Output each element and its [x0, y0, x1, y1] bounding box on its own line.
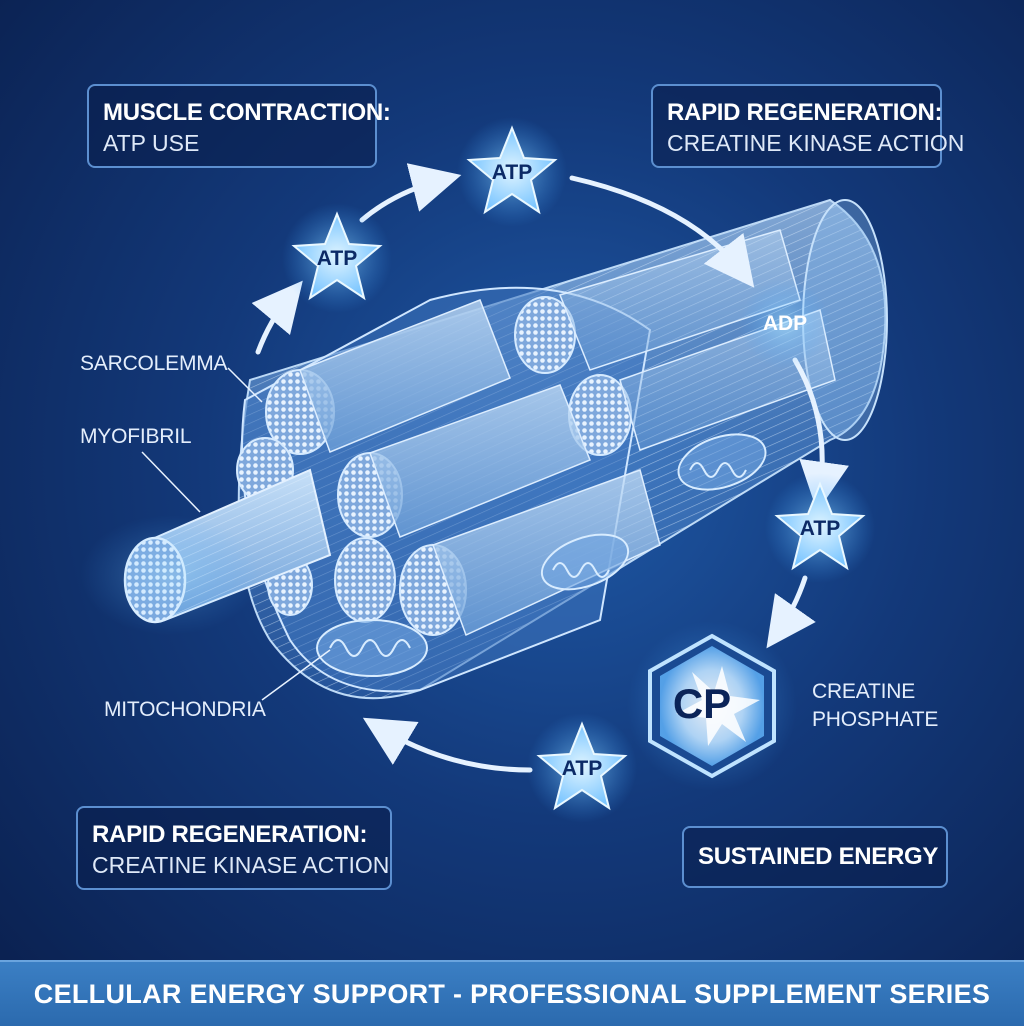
atp-star-left: [282, 203, 392, 313]
sustained-energy-box: SUSTAINED ENERGY: [682, 826, 948, 888]
atp-star-top: [457, 117, 567, 227]
rapid-regeneration-box-bottom: RAPID REGENERATION: CREATINE KINASE ACTI…: [76, 806, 392, 890]
creatine-phosphate-hexagon: [627, 621, 797, 791]
sarcolemma-label: SARCOLEMMA: [80, 352, 228, 375]
protruding-myofibril: [80, 468, 332, 635]
creatine-phosphate-label-line1: CREATINE: [812, 680, 916, 703]
cp-label: CP: [672, 680, 732, 727]
myofibril-label: MYOFIBRIL: [80, 425, 192, 448]
footer-banner: CELLULAR ENERGY SUPPORT - PROFESSIONAL S…: [0, 960, 1024, 1026]
atp-label-right: ATP: [799, 517, 841, 540]
box-title: RAPID REGENERATION:: [92, 821, 368, 848]
box-title: SUSTAINED ENERGY: [698, 843, 939, 870]
adp-glow: [740, 279, 830, 369]
atp-star-right: [765, 473, 875, 583]
atp-label-top: ATP: [491, 161, 533, 184]
box-subtitle: CREATINE KINASE ACTION: [667, 130, 965, 156]
adp-label: ADP: [762, 312, 808, 335]
box-title: RAPID REGENERATION:: [667, 99, 943, 126]
atp-label-bottom: ATP: [561, 757, 603, 780]
footer-text: CELLULAR ENERGY SUPPORT - PROFESSIONAL S…: [33, 979, 991, 1009]
mitochondria-label: MITOCHONDRIA: [104, 698, 266, 721]
atp-star-bottom: [527, 713, 637, 823]
box-subtitle: ATP USE: [103, 130, 200, 156]
box-subtitle: CREATINE KINASE ACTION: [92, 852, 390, 878]
rapid-regeneration-box-top: RAPID REGENERATION: CREATINE KINASE ACTI…: [651, 84, 965, 168]
label-leader-lines: [141, 367, 331, 701]
box-title: MUSCLE CONTRACTION:: [103, 99, 391, 126]
creatine-phosphate-label-line2: PHOSPHATE: [812, 708, 939, 731]
muscle-contraction-box: MUSCLE CONTRACTION: ATP USE: [87, 84, 391, 168]
mitochondria-organelles: [316, 433, 767, 677]
atp-label-left: ATP: [316, 247, 358, 270]
